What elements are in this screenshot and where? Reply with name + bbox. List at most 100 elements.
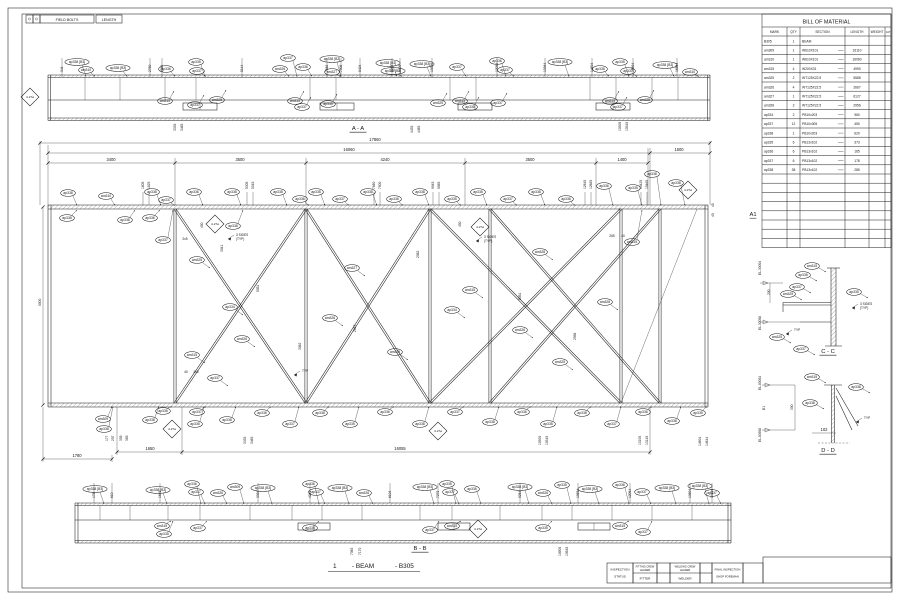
part-mark-label: ap336 bbox=[473, 190, 483, 194]
part-mark-oval bbox=[846, 288, 862, 296]
part-mark-label: ap338 bbox=[577, 411, 587, 415]
part-mark-label: ap338 bbox=[415, 422, 425, 426]
final-inspection-cell bbox=[711, 562, 744, 584]
leader-line bbox=[636, 209, 643, 240]
part-mark-oval bbox=[96, 425, 112, 433]
dimension-text: 1780 bbox=[72, 453, 82, 458]
part-mark-oval bbox=[332, 195, 348, 203]
leader-line bbox=[235, 309, 244, 316]
part-mark-label: ap338 bbox=[145, 418, 155, 422]
dimension-text: 102 bbox=[821, 427, 829, 432]
leader-line bbox=[170, 71, 176, 77]
diagonal-brace bbox=[429, 209, 621, 404]
part-mark-oval bbox=[144, 188, 160, 196]
part-mark-label: ap336 bbox=[145, 216, 155, 220]
part-mark-label: ap338 bbox=[273, 190, 283, 194]
part-mark-label: ap338 bbox=[315, 411, 325, 415]
part-mark-oval bbox=[592, 65, 608, 73]
sign-cell[interactable] bbox=[742, 562, 764, 584]
leader-line bbox=[200, 64, 206, 77]
diagonal-brace bbox=[174, 208, 306, 403]
title-block: INSPECTION STATUS FITTING CREW LEADER FI… bbox=[606, 556, 892, 584]
dimension-text: 2082 bbox=[416, 250, 420, 258]
leader-line bbox=[107, 406, 113, 417]
part-mark-label: ap337 bbox=[191, 490, 201, 494]
leader-line bbox=[456, 201, 462, 206]
bolt-mark-diamond bbox=[205, 214, 225, 234]
leader-line bbox=[610, 304, 619, 311]
leader-line bbox=[108, 406, 114, 427]
part-mark-label: ap335 bbox=[311, 190, 321, 194]
view-title: A1 bbox=[749, 212, 756, 218]
part-mark-oval bbox=[190, 524, 206, 532]
part-mark-oval bbox=[554, 481, 570, 489]
leader-line bbox=[368, 495, 374, 505]
leader-line bbox=[669, 67, 675, 77]
dim-tick bbox=[41, 403, 45, 407]
part-mark-label: ap337 bbox=[297, 105, 307, 109]
part-mark-oval bbox=[312, 409, 328, 417]
diagonal-brace bbox=[305, 209, 430, 404]
bom-cell-section: W200X31 bbox=[802, 67, 817, 71]
part-mark-oval bbox=[60, 189, 76, 197]
status-label: STATUS bbox=[614, 575, 626, 579]
leader-line bbox=[565, 364, 574, 371]
part-mark-label: am315 bbox=[605, 99, 615, 103]
part-mark-oval bbox=[282, 420, 298, 428]
dimension-text: 14604 bbox=[590, 63, 594, 72]
dim-tick bbox=[708, 141, 712, 145]
part-mark-oval bbox=[552, 358, 568, 366]
dimension-text: 7065 bbox=[350, 547, 354, 555]
dimension-text: 15425 bbox=[639, 180, 643, 189]
dimension-text: 15465 bbox=[645, 180, 649, 189]
part-mark-oval bbox=[625, 184, 641, 192]
dim-tick bbox=[41, 205, 45, 209]
part-mark-label: am328 bbox=[535, 250, 545, 254]
leader-line bbox=[239, 489, 245, 505]
leader-line bbox=[671, 490, 677, 505]
leader-line bbox=[637, 190, 643, 206]
part-mark-label: ap337 bbox=[607, 422, 617, 426]
diagonal-brace bbox=[175, 209, 307, 404]
leader-line bbox=[154, 406, 160, 418]
part-mark-label: ap338 [B3] bbox=[552, 60, 568, 64]
leader-line bbox=[110, 198, 116, 206]
part-mark-oval bbox=[690, 409, 706, 417]
brace-line bbox=[835, 395, 853, 431]
leader-line bbox=[372, 194, 378, 206]
part-mark-oval bbox=[207, 374, 223, 382]
length-label: LENGTH bbox=[102, 18, 117, 22]
dimension-text: 4465 bbox=[417, 125, 421, 133]
part-mark-oval bbox=[327, 484, 353, 492]
part-mark-oval bbox=[294, 103, 310, 111]
bom-cell-mark: ap334 bbox=[764, 113, 773, 117]
member-hatch bbox=[831, 268, 836, 346]
part-mark-label: ap338 [B3] bbox=[324, 57, 340, 61]
part-mark-oval bbox=[412, 483, 438, 491]
bolt-mark-diamond bbox=[20, 87, 40, 107]
leader-line bbox=[320, 494, 326, 505]
part-mark-oval bbox=[612, 481, 628, 489]
bom-cell-mark: am315 bbox=[764, 67, 774, 71]
part-mark-label: ap334 bbox=[447, 308, 457, 312]
part-mark-oval bbox=[322, 314, 338, 322]
dimension-text: 5051 bbox=[518, 292, 522, 300]
dim-tick bbox=[180, 450, 184, 454]
leader-line bbox=[237, 209, 244, 224]
bolt-mark-label: 4-27ø bbox=[684, 188, 692, 192]
dimension-text: 45 bbox=[711, 203, 715, 207]
part-mark-oval bbox=[189, 67, 205, 75]
part-mark-label: ap336 bbox=[599, 184, 609, 188]
bom-cell-length: 4990 bbox=[853, 67, 861, 71]
part-mark-oval bbox=[558, 195, 574, 203]
dimension-text: 4240 bbox=[380, 157, 390, 162]
weld-flag-icon bbox=[852, 306, 855, 310]
part-mark-label: ap337 bbox=[613, 105, 623, 109]
part-mark-label: ap338 bbox=[485, 420, 495, 424]
part-mark-label: ap337 bbox=[161, 198, 171, 202]
leader-line bbox=[594, 491, 600, 505]
part-mark-label: am326 bbox=[325, 316, 335, 320]
part-mark-label: ap338 bbox=[667, 419, 677, 423]
part-mark-label: ap338 bbox=[671, 181, 681, 185]
dimension-text: 3465 bbox=[250, 436, 254, 444]
